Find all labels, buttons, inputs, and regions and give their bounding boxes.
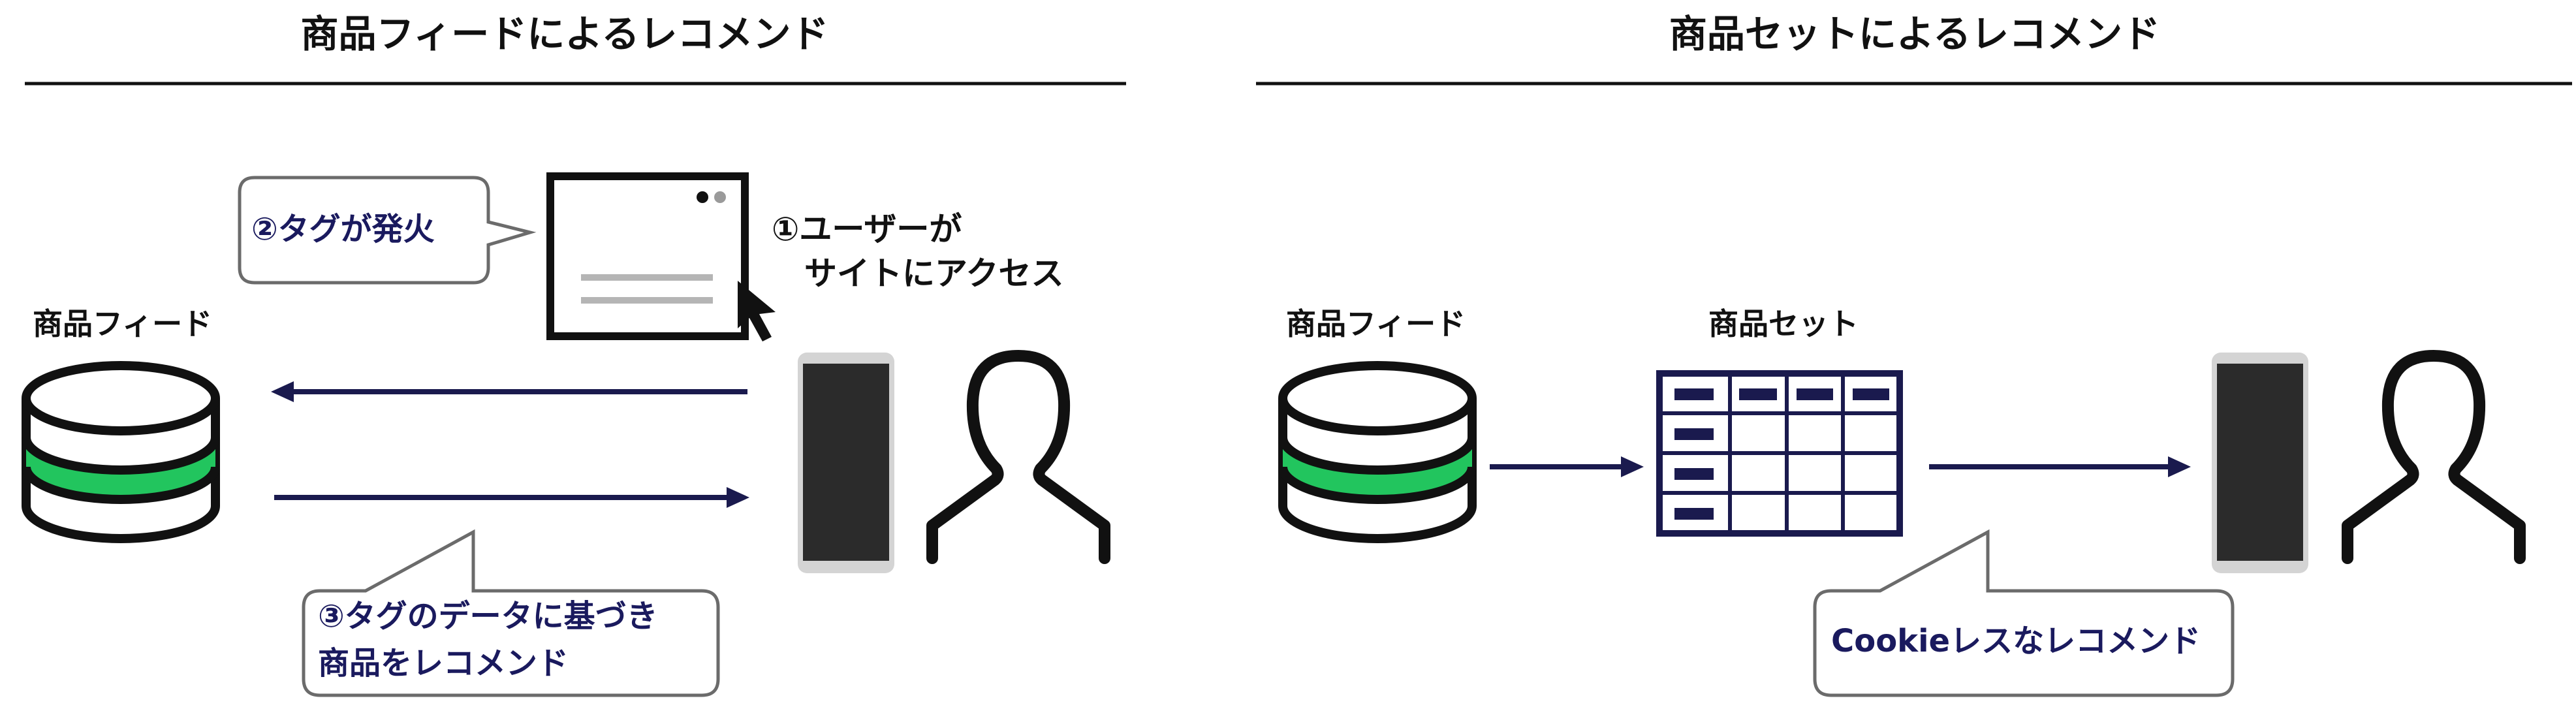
left-panel-title: 商品フィードによるレコメンド (300, 12, 828, 56)
right-panel-title: 商品セットによるレコメンド (1669, 12, 2160, 56)
database-icon (1278, 361, 1477, 543)
bubble-cookieless-text: Cookieレスなレコメンド (1831, 623, 2201, 659)
cursor-icon (738, 281, 776, 341)
arrow-set-to-phone (1929, 456, 2191, 477)
user-icon (926, 350, 1110, 564)
left-feed-label: 商品フィード (33, 306, 212, 341)
step1-line2: サイトにアクセス (804, 255, 1064, 292)
bubble-tag-fire-text: ②タグが発火 (251, 211, 435, 247)
smartphone-icon (2212, 353, 2308, 573)
bubble-tag-fire: ②タグが発火 (238, 176, 537, 285)
right-panel: 商品セットによるレコメンド 商品フィード 商品セット (1256, 12, 2572, 697)
left-panel: 商品フィードによるレコメンド 商品フィード (22, 12, 1126, 697)
step1-line1: ①ユーザーが (772, 210, 962, 248)
arrow-database-to-set (1490, 456, 1644, 477)
right-feed-label: 商品フィード (1286, 306, 1466, 341)
user-icon (2342, 350, 2526, 564)
bubble-recommend-line2: 商品をレコメンド (318, 645, 569, 682)
bubble-recommend: ③タグのデータに基づき 商品をレコメンド (302, 529, 720, 697)
arrow-from-database (274, 487, 749, 508)
database-icon (22, 361, 220, 543)
arrow-to-database (271, 381, 747, 402)
smartphone-icon (798, 353, 894, 573)
table-icon (1656, 370, 1903, 537)
set-label: 商品セット (1708, 306, 1859, 341)
bubble-recommend-line1: ③タグのデータに基づき (318, 598, 658, 635)
browser-window-icon (546, 172, 749, 340)
bubble-cookieless: Cookieレスなレコメンド (1813, 529, 2235, 697)
